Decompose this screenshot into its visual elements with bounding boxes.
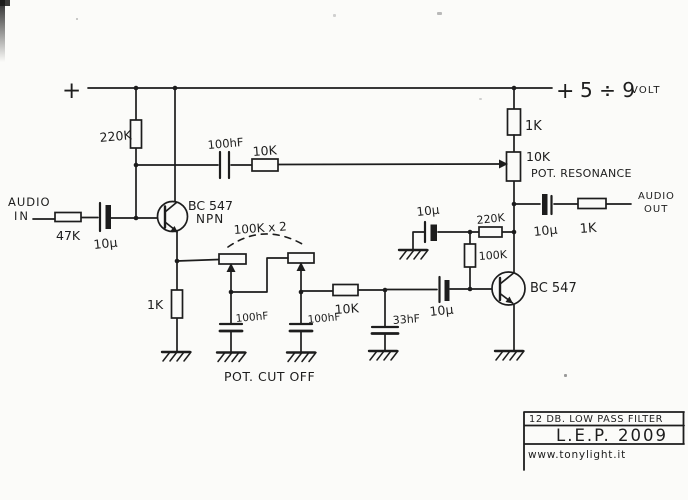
label-r-out: 1K [579,221,597,237]
resonance-branch: 1K 10K POT. RESONANCE [499,108,632,233]
ground-q1-emitter [160,350,193,363]
audio-out-label-2: OUT [644,204,668,215]
label-r-base2: 100K [478,248,508,263]
scan-edge-corner [0,0,10,6]
label-r-bias: 220K [99,127,133,145]
title-block-row1: 12 DB. LOW PASS FILTER [529,414,663,425]
label-q2: BC 547 [530,281,577,296]
ground-mix [367,349,400,362]
label-c-bypass: 10µ [416,203,441,219]
cutoff-filter: 100K x 2 100hF 100hF POT. CUT OFF 10K 33… [176,219,493,384]
transistor-q1 [156,200,189,233]
label-r-fb: 220K [476,211,506,227]
label-r-input: 47K [56,228,81,243]
label-q1: BC 547 [188,198,233,213]
audio-in-label-2: IN [14,209,30,223]
supply-range-label: 5 ÷ 9 [580,78,635,102]
scan-speck [564,374,567,377]
label-c-out: 10µ [533,222,558,239]
audio-out-label-1: AUDIO [638,191,675,202]
ground-bypass [397,248,430,261]
title-block: 12 DB. LOW PASS FILTER L.E.P. 2009 www.t… [523,411,685,471]
label-r-mix: 10K [334,300,360,317]
label-c-input: 10µ [93,235,118,252]
label-c-base2: 10µ [429,302,454,319]
scan-speck [437,12,442,15]
label-pot-res: 10K [526,149,551,164]
title-block-row2: L.E.P. 2009 [556,426,668,445]
ground-q2-emitter [493,349,526,362]
label-r-couple: 10K [252,142,278,159]
coupling-network: 100hF 10K [135,135,500,180]
output-branch: 10µ 1K AUDIO OUT [513,191,675,239]
second-stage: 10µ 220K 100K BC 547 [397,203,577,362]
power-rail: + + 5 ÷ 9 VOLT [62,78,661,221]
ground-cut2 [285,351,318,363]
scan-speck [76,18,78,20]
title-block-row3: www.tonylight.it [528,449,626,461]
label-r-emitter: 1K [147,297,164,312]
label-c-couple: 100hF [207,135,244,152]
scan-edge-strip [0,0,5,62]
audio-in-label-1: AUDIO [8,195,51,209]
supply-unit-label: VOLT [631,85,661,96]
pot-res-caption: POT. RESONANCE [531,167,632,180]
input-stage: AUDIO IN 47K 10µ 220K BC 547 NPN 1K [8,119,233,363]
label-c-cut1: 100hF [235,310,269,325]
label-c-mix: 33hF [392,312,420,327]
label-pots-value: 100K x 2 [233,219,287,237]
label-c-cut2: 100hF [307,311,341,326]
plus-terminal-label: + [62,78,81,104]
transistor-q2 [491,271,526,306]
supply-plus-label: + [556,79,574,104]
scan-speck [333,14,336,17]
ground-cut1 [215,351,248,363]
scan-speck [479,98,482,100]
label-q1-type: NPN [196,212,224,226]
label-r-load: 1K [525,119,542,134]
cutoff-caption: POT. CUT OFF [224,369,315,384]
